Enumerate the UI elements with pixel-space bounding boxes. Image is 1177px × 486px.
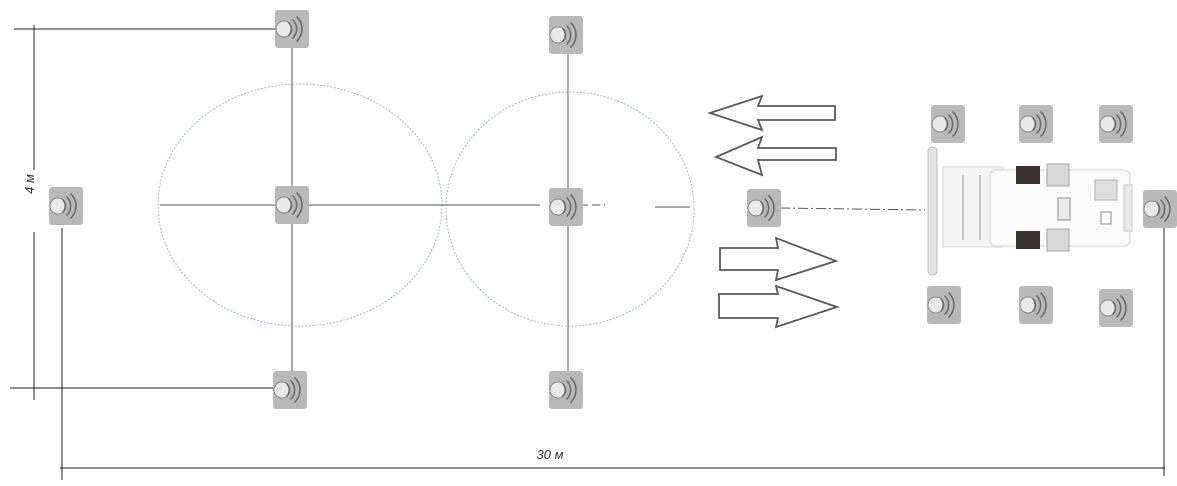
wifi-sensor-icon xyxy=(548,370,584,410)
length-dimension xyxy=(60,228,1165,480)
wifi-sensor-icon xyxy=(1142,189,1177,229)
arrow-right-2-icon xyxy=(718,284,840,329)
arrow-left-1-icon xyxy=(707,94,836,132)
wifi-sensor-icon xyxy=(1098,288,1134,328)
direction-arrows xyxy=(707,94,840,329)
coverage-circle-right xyxy=(445,91,695,327)
arrow-right-1-icon xyxy=(719,236,839,282)
arrow-left-2-icon xyxy=(713,135,837,177)
wifi-sensor-icon xyxy=(926,285,962,325)
wifi-sensor-icon xyxy=(1098,104,1134,144)
wifi-sensor-icon xyxy=(548,15,584,55)
tractor-with-seeder-icon xyxy=(927,146,1133,276)
length-label: 30 м xyxy=(537,447,564,462)
width-dimension xyxy=(10,25,278,400)
wifi-sensor-icon xyxy=(48,186,84,226)
wifi-sensor-icon xyxy=(1018,104,1054,144)
wifi-sensor-icon xyxy=(930,104,966,144)
wifi-sensor-icon xyxy=(746,188,782,228)
wifi-sensor-icon xyxy=(274,9,310,49)
wifi-sensor-icon xyxy=(548,187,584,227)
wifi-sensor-icon xyxy=(1018,285,1054,325)
wifi-sensor-icon xyxy=(274,185,310,225)
wifi-sensor-icon xyxy=(272,370,308,410)
width-label: 4 м xyxy=(22,174,37,194)
